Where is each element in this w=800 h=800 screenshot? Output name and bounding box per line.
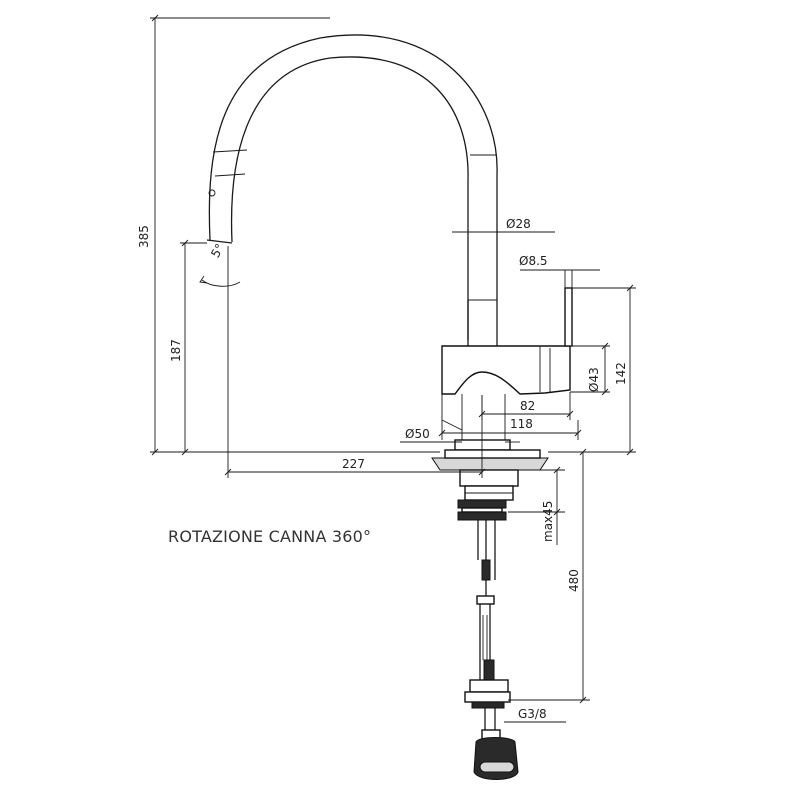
lever-diameter-label: Ø8.5 xyxy=(519,254,548,268)
dimension-spout-diameter: Ø28 xyxy=(452,217,555,233)
dimension-lever-width: 82 xyxy=(478,392,574,420)
dimension-body-height: 142 xyxy=(572,284,636,456)
faucet-body xyxy=(441,287,575,440)
dimension-overall-height: 385 xyxy=(137,14,440,456)
dimension-lever-diameter: Ø8.5 xyxy=(519,254,600,288)
spout-rotation-mark: 5° xyxy=(199,241,241,287)
body-width-label: 118 xyxy=(510,417,533,431)
rotation-caption: ROTAZIONE CANNA 360° xyxy=(168,527,372,546)
base-diameter-label: Ø50 xyxy=(405,427,430,441)
spout-diameter-label: Ø28 xyxy=(506,217,531,231)
dimension-body-diameter: Ø43 xyxy=(570,342,610,396)
rotation-mark-label: 5° xyxy=(208,241,227,260)
lever-width-label: 82 xyxy=(520,399,535,413)
spout-outlet-height-label: 187 xyxy=(169,339,183,362)
base-mount xyxy=(431,439,549,521)
deck-thickness-label: max45 xyxy=(541,501,555,542)
dimension-spout-reach: 227 xyxy=(224,246,486,478)
dimension-base-diameter: Ø50 xyxy=(400,427,520,443)
body-diameter-label: Ø43 xyxy=(587,367,601,392)
dimension-hose-length: 480 xyxy=(508,448,590,704)
spout-reach-label: 227 xyxy=(342,457,365,471)
body-height-label: 142 xyxy=(614,362,628,385)
hose-length-label: 480 xyxy=(567,569,581,592)
spout xyxy=(206,34,498,340)
dimension-spout-outlet-height: 187 xyxy=(169,239,207,456)
lever xyxy=(564,287,573,347)
connection-label: G3/8 xyxy=(518,707,547,721)
dimension-deck-thickness: max45 xyxy=(508,466,565,545)
dimension-connection: G3/8 xyxy=(504,707,566,723)
dimension-body-width: 118 xyxy=(438,417,582,440)
flex-hoses xyxy=(464,520,519,780)
overall-height-label: 385 xyxy=(137,225,151,248)
